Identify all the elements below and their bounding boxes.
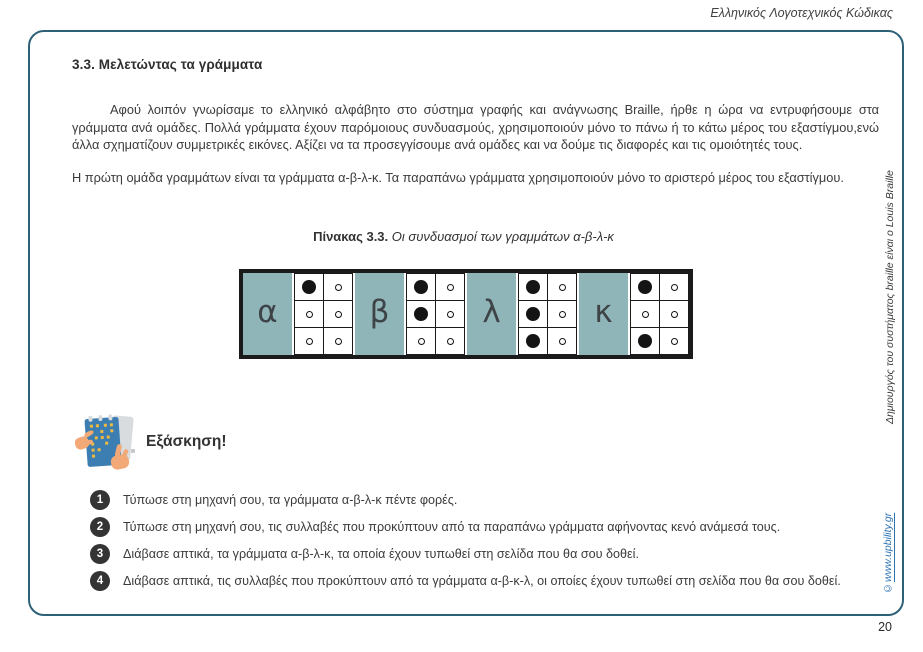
braille-letter: α	[243, 273, 292, 355]
braille-dot	[436, 328, 464, 354]
exercise-item: 4 Διάβασε απτικά, τις συλλαβές που προκύπ…	[90, 571, 880, 591]
exercise-number-badge: 4	[90, 571, 110, 591]
exercise-label: Εξάσκηση!	[146, 433, 227, 450]
braille-dot	[324, 328, 352, 354]
exercise-item: 2 Τύπωσε στη μηχανή σου, τις συλλαβές που…	[90, 517, 880, 537]
braille-dot	[295, 328, 323, 354]
exercise-text: Διάβασε απτικά, τις συλλαβές που προκύπτ…	[123, 574, 841, 588]
braille-dot	[660, 301, 688, 327]
braille-dot	[436, 301, 464, 327]
braille-dot	[660, 328, 688, 354]
content-frame: 3.3. Μελετώντας τα γράμματα Αφού λοιπόν …	[28, 30, 904, 616]
braille-cell: κ	[579, 273, 689, 355]
braille-dot	[548, 301, 576, 327]
braille-letter: κ	[579, 273, 628, 355]
braille-dot	[295, 274, 323, 300]
braille-dot	[631, 301, 659, 327]
sidebar-note: Δημιουργός του συστήματος braille είναι …	[884, 170, 896, 424]
braille-dot-grid	[630, 273, 689, 355]
braille-dot-grid	[406, 273, 465, 355]
table-caption-label: Πίνακας 3.3.	[313, 229, 389, 244]
table-caption: Πίνακας 3.3. Οι συνδυασμοί των γραμμάτων…	[239, 229, 688, 244]
braille-dot	[519, 274, 547, 300]
braille-dot	[436, 274, 464, 300]
braille-dot	[324, 301, 352, 327]
exercise-number-badge: 1	[90, 490, 110, 510]
copyright-symbol: ©	[882, 582, 894, 594]
braille-dot	[295, 301, 323, 327]
page-number: 20	[878, 620, 892, 634]
group-paragraph: Η πρώτη ομάδα γραμμάτων είναι τα γράμματ…	[72, 170, 844, 185]
braille-reading-icon	[74, 413, 141, 478]
braille-letter: λ	[467, 273, 516, 355]
page-header: Ελληνικός Λογοτεχνικός Κώδικας	[710, 6, 893, 20]
exercise-text: Τύπωσε στη μηχανή σου, τις συλλαβές που …	[123, 520, 781, 534]
braille-cell: λ	[467, 273, 577, 355]
braille-dot	[631, 328, 659, 354]
exercise-number-badge: 3	[90, 544, 110, 564]
braille-dot	[631, 274, 659, 300]
braille-dot	[548, 328, 576, 354]
braille-cell: β	[355, 273, 465, 355]
braille-letter: β	[355, 273, 404, 355]
braille-dot	[407, 328, 435, 354]
exercise-list: 1 Τύπωσε στη μηχανή σου, τα γράμματα α-β-…	[90, 490, 880, 598]
exercise-item: 1 Τύπωσε στη μηχανή σου, τα γράμματα α-β-…	[90, 490, 880, 510]
braille-dot	[407, 301, 435, 327]
intro-paragraph: Αφού λοιπόν γνωρίσαμε το ελληνικό αλφάβη…	[72, 102, 879, 152]
braille-dot-grid	[294, 273, 353, 355]
braille-dot	[660, 274, 688, 300]
exercise-number-badge: 2	[90, 517, 110, 537]
braille-dot	[407, 274, 435, 300]
exercise-text: Τύπωσε στη μηχανή σου, τα γράμματα α-β-λ…	[123, 493, 458, 507]
braille-dot	[519, 301, 547, 327]
braille-dot-grid	[518, 273, 577, 355]
exercise-item: 3 Διάβασε απτικά, τα γράμματα α-β-λ-κ, τα…	[90, 544, 880, 564]
sidebar-copyright: © www.upbility.gr	[882, 484, 894, 594]
braille-dot	[519, 328, 547, 354]
section-title: 3.3. Μελετώντας τα γράμματα	[72, 57, 263, 72]
exercise-text: Διάβασε απτικά, τα γράμματα α-β-λ-κ, τα …	[123, 547, 639, 561]
upbility-link[interactable]: www.upbility.gr	[882, 512, 894, 582]
braille-cell: α	[243, 273, 353, 355]
braille-dot	[548, 274, 576, 300]
table-caption-text: Οι συνδυασμοί των γραμμάτων α-β-λ-κ	[388, 229, 614, 244]
braille-dot	[324, 274, 352, 300]
